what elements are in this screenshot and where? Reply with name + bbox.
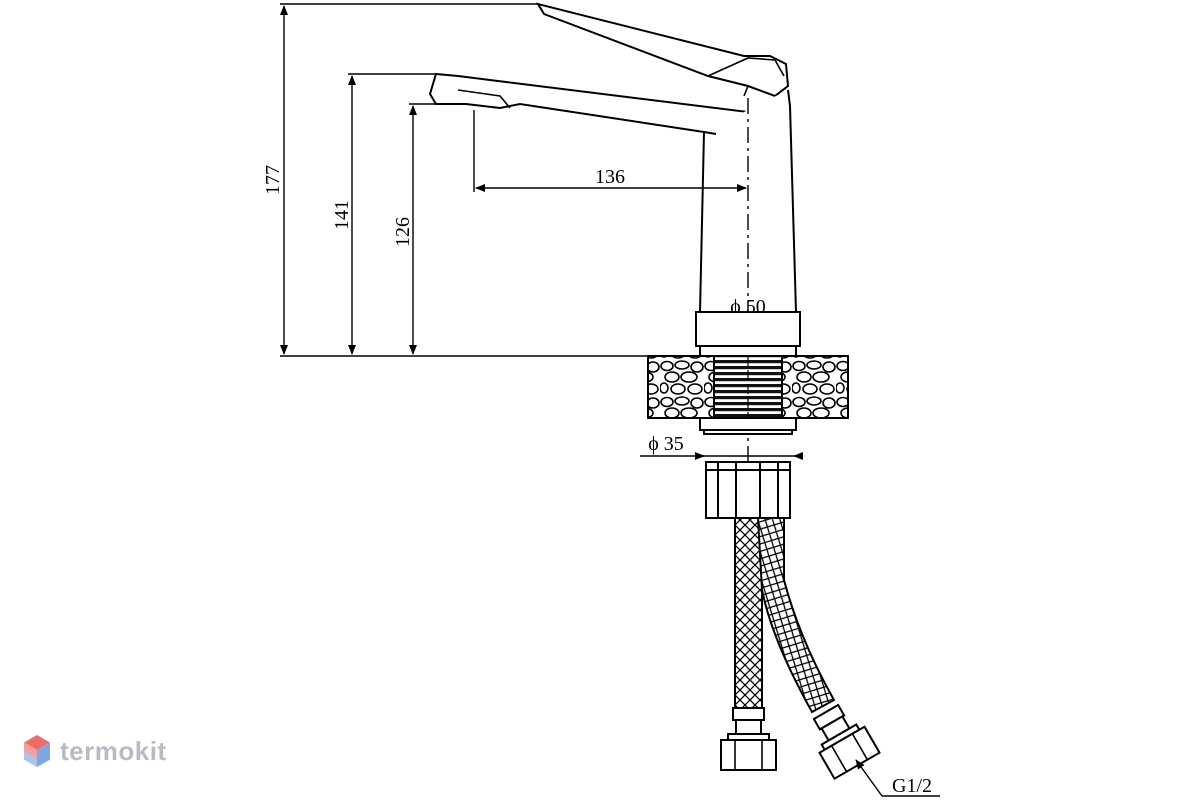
countertop-section [647,355,849,419]
hose-right [756,517,881,781]
dimension-spout-reach: 136 [473,110,747,192]
termokit-logo-icon [24,735,50,767]
dimension-label-177: 177 [262,165,284,195]
extension-lines [280,3,650,357]
hose-left [720,517,777,771]
dimension-label-141: 141 [331,200,353,230]
mounting-nut [699,417,797,435]
watermark: termokit [22,734,167,768]
dimension-label-136: 136 [595,166,625,188]
spout [428,72,751,136]
dimension-lever-height: 141 [331,75,356,355]
dimension-hose-thread: G1/2 [855,759,940,797]
dimension-label-126: 126 [392,217,414,247]
dimension-mount-diameter: ϕ 35 [640,433,803,460]
dimension-total-height: 177 [262,5,288,355]
fixing-shank [705,461,791,519]
watermark-brand-text: termokit [60,735,167,766]
dimension-spout-height: 126 [392,105,417,355]
base-flange [695,311,801,357]
dimension-label-g12: G1/2 [892,775,932,797]
dimension-label-phi35: ϕ 35 [648,433,684,455]
handle-lever [535,2,790,98]
